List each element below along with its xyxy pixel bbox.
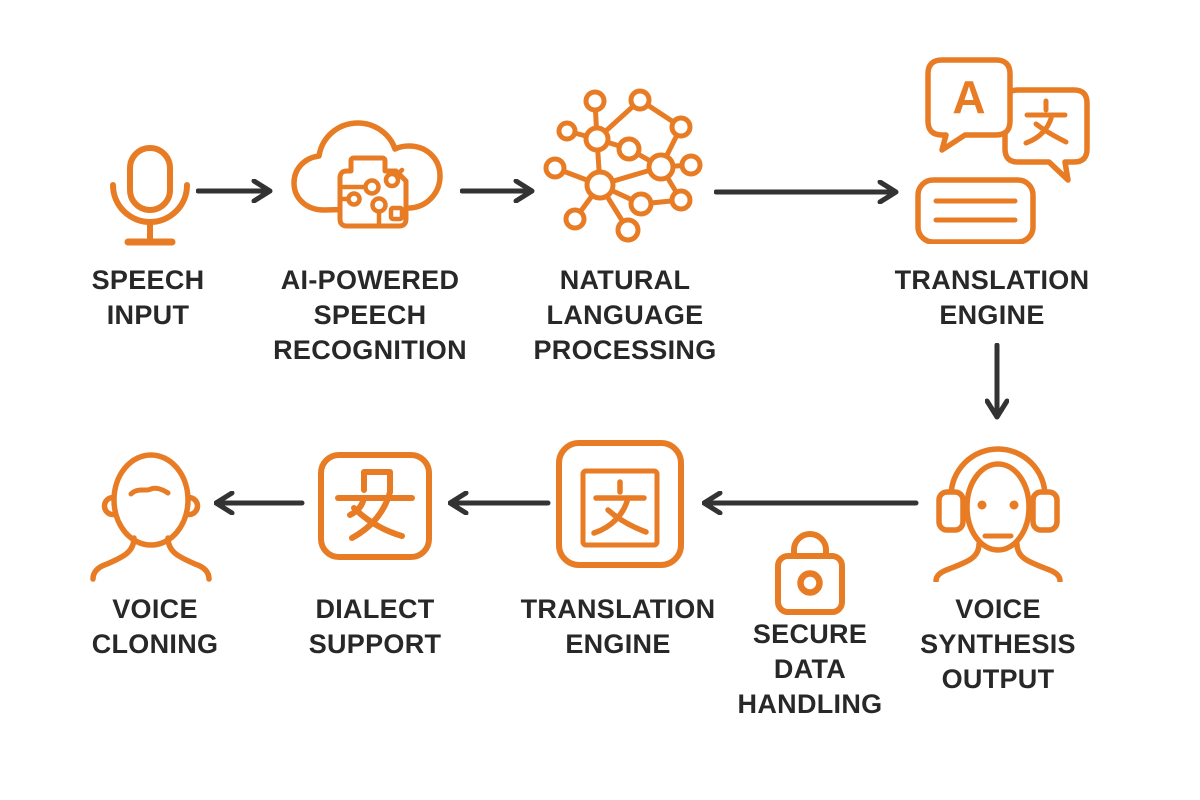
label-line: SECURE [752, 619, 868, 649]
label-line: DATA [773, 654, 847, 684]
latin-a-glyph: A [952, 71, 985, 123]
label-line: ENGINE [565, 629, 671, 659]
label-line: AI-POWERED [280, 265, 460, 295]
translation-engine-label: TRANSLATION ENGINE [892, 263, 1092, 333]
dialect-character-glyph [335, 469, 415, 541]
label-line: RECOGNITION [273, 335, 467, 365]
voice-synthesis-label: VOICE SYNTHESIS OUTPUT [898, 592, 1098, 697]
label-line: LANGUAGE [546, 300, 704, 330]
arrow-left-icon [448, 491, 551, 515]
arrow-right-icon [196, 179, 273, 203]
label-line: SUPPORT [308, 629, 442, 659]
han-character-square-icon [556, 440, 684, 568]
cloud-chip-icon [291, 120, 443, 229]
padlock-icon [775, 531, 845, 615]
label-line: SPEECH [313, 300, 427, 330]
arrow-right-icon [714, 180, 899, 204]
translation-bubbles-icon: A [915, 57, 1090, 244]
label-line: NATURAL [559, 265, 691, 295]
secure-data-label: SECURE DATA HANDLING [710, 617, 910, 722]
microphone-icon [110, 145, 190, 246]
han-character-glyph [591, 479, 649, 536]
label-line: VOICE [112, 594, 198, 624]
label-line: TRANSLATION [520, 594, 716, 624]
label-line: SYNTHESIS [920, 629, 1076, 659]
label-line: TRANSLATION [894, 265, 1090, 295]
label-line: CLONING [91, 629, 219, 659]
han-character-glyph [1023, 98, 1069, 146]
speech-input-label: SPEECH INPUT [48, 263, 248, 333]
label-line: PROCESSING [533, 335, 717, 365]
label-line: VOICE [955, 594, 1041, 624]
headset-face-icon [933, 446, 1063, 582]
translation-engine-2-label: TRANSLATION ENGINE [518, 592, 718, 662]
label-line: DIALECT [315, 594, 435, 624]
person-head-icon [90, 452, 212, 582]
arrow-right-icon [460, 179, 535, 203]
label-line: OUTPUT [941, 664, 1055, 694]
label-line: ENGINE [939, 300, 1045, 330]
nlp-label: NATURAL LANGUAGE PROCESSING [525, 263, 725, 368]
arrow-left-icon [702, 491, 919, 515]
label-line: HANDLING [737, 689, 883, 719]
network-nodes-icon [543, 88, 703, 243]
arrow-down-icon [985, 343, 1009, 420]
arrow-left-icon [214, 491, 305, 515]
dialect-support-label: DIALECT SUPPORT [275, 592, 475, 662]
label-line: SPEECH [91, 265, 205, 295]
voice-cloning-label: VOICE CLONING [55, 592, 255, 662]
dialect-character-icon [318, 452, 432, 560]
label-line: INPUT [106, 300, 190, 330]
ai-speech-recognition-label: AI-POWERED SPEECH RECOGNITION [270, 263, 470, 368]
